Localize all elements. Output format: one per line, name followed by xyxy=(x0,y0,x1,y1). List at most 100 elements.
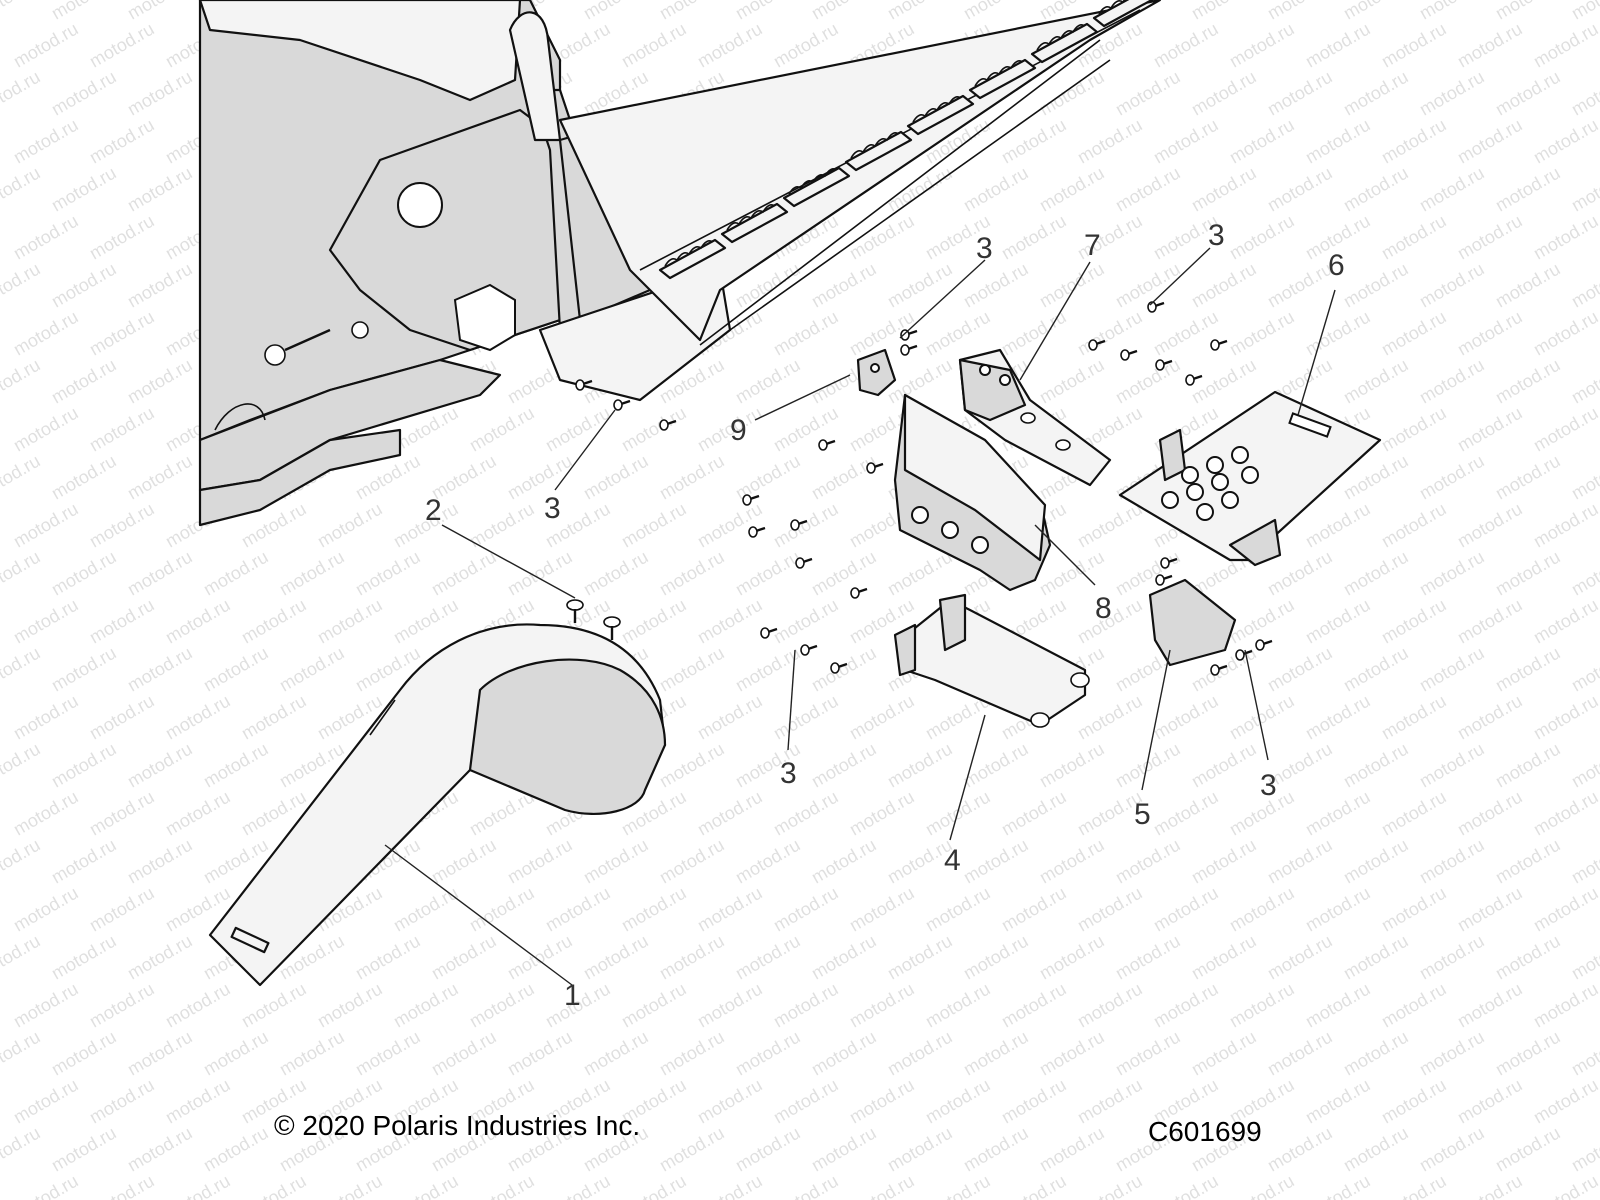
fastener-screw xyxy=(748,526,766,538)
watermark-text: motod.ru xyxy=(808,0,880,23)
watermark-text: motod.ru xyxy=(124,643,196,696)
watermark-text: motod.ru xyxy=(770,979,842,1032)
watermark-text: motod.ru xyxy=(238,979,310,1032)
watermark-text: motod.ru xyxy=(390,979,462,1032)
watermark-text: motod.ru xyxy=(922,1171,994,1200)
watermark-text: motod.ru xyxy=(1340,67,1412,120)
watermark-text: motod.ru xyxy=(1416,739,1488,792)
watermark-text: motod.ru xyxy=(1264,835,1336,888)
watermark-text: motod.ru xyxy=(124,1123,196,1176)
watermark-text: motod.ru xyxy=(732,355,804,408)
watermark-text: motod.ru xyxy=(1492,1027,1564,1080)
watermark-text: motod.ru xyxy=(1302,115,1374,168)
watermark-text: motod.ru xyxy=(1340,835,1412,888)
watermark-text: motod.ru xyxy=(884,931,956,984)
watermark-text: motod.ru xyxy=(162,595,234,648)
watermark-text: motod.ru xyxy=(10,115,82,168)
watermark-text: motod.ru xyxy=(960,0,1032,23)
callout-3: 3 xyxy=(976,232,993,265)
watermark-text: motod.ru xyxy=(124,355,196,408)
watermark-text: motod.ru xyxy=(1454,115,1526,168)
watermark-text: motod.ru xyxy=(1568,643,1600,696)
watermark-text: motod.ru xyxy=(1302,19,1374,72)
fastener-screw xyxy=(1120,349,1138,361)
watermark-text: motod.ru xyxy=(846,979,918,1032)
watermark-text: motod.ru xyxy=(1188,835,1260,888)
watermark-text: motod.ru xyxy=(770,19,842,72)
watermark-text: motod.ru xyxy=(1416,355,1488,408)
watermark-text: motod.ru xyxy=(1264,643,1336,696)
watermark-text: motod.ru xyxy=(1454,307,1526,360)
watermark-text: motod.ru xyxy=(1568,0,1600,23)
watermark-text: motod.ru xyxy=(86,595,158,648)
watermark-text: motod.ru xyxy=(1112,259,1184,312)
watermark-text: motod.ru xyxy=(1036,931,1108,984)
track-cleat-teeth xyxy=(788,168,838,195)
track-cleat-teeth xyxy=(974,60,1024,87)
watermark-text: motod.ru xyxy=(1264,67,1336,120)
part-6-footrest-plate xyxy=(1118,390,1382,567)
watermark-text: motod.ru xyxy=(504,931,576,984)
watermark-text: motod.ru xyxy=(1340,739,1412,792)
watermark-text: motod.ru xyxy=(162,691,234,744)
watermark-text: motod.ru xyxy=(1568,931,1600,984)
drawing-number: C601699 xyxy=(1148,1116,1262,1147)
watermark-text: motod.ru xyxy=(656,451,728,504)
watermark-text: motod.ru xyxy=(1302,307,1374,360)
watermark-text: motod.ru xyxy=(846,691,918,744)
track-cleat xyxy=(1092,0,1154,28)
watermark-text: motod.ru xyxy=(1492,1123,1564,1176)
watermark-text: motod.ru xyxy=(1036,1123,1108,1176)
watermark-text: motod.ru xyxy=(48,0,120,23)
watermark-text: motod.ru xyxy=(656,643,728,696)
part-4-lower-bracket xyxy=(893,593,1090,728)
watermark-text: motod.ru xyxy=(1340,163,1412,216)
watermark-text: motod.ru xyxy=(656,0,728,23)
watermark-text: motod.ru xyxy=(0,1027,44,1080)
watermark-text: motod.ru xyxy=(1226,211,1298,264)
watermark-text: motod.ru xyxy=(1530,691,1600,744)
watermark-text: motod.ru xyxy=(1568,739,1600,792)
watermark-text: motod.ru xyxy=(1112,835,1184,888)
track-cleat xyxy=(844,130,913,172)
track-cleat xyxy=(658,238,727,280)
watermark-text: motod.ru xyxy=(1416,67,1488,120)
watermark-text: motod.ru xyxy=(1492,931,1564,984)
watermark-text: motod.ru xyxy=(998,979,1070,1032)
watermark-text: motod.ru xyxy=(1416,547,1488,600)
watermark-text: motod.ru xyxy=(86,1171,158,1200)
watermark-text: motod.ru xyxy=(428,931,500,984)
watermark-text: motod.ru xyxy=(1378,19,1450,72)
watermark-text: motod.ru xyxy=(1378,1075,1450,1128)
watermark-text: motod.ru xyxy=(1074,115,1146,168)
watermark-text: motod.ru xyxy=(694,1171,766,1200)
watermark-text: motod.ru xyxy=(276,643,348,696)
watermark-text: motod.ru xyxy=(998,115,1070,168)
watermark-text: motod.ru xyxy=(1264,259,1336,312)
watermark-text: motod.ru xyxy=(1302,1075,1374,1128)
watermark-text: motod.ru xyxy=(86,307,158,360)
watermark-text: motod.ru xyxy=(846,787,918,840)
watermark-text: motod.ru xyxy=(466,883,538,936)
watermark-text: motod.ru xyxy=(618,19,690,72)
watermark-text: motod.ru xyxy=(580,1027,652,1080)
watermark-text: motod.ru xyxy=(1378,115,1450,168)
watermark-text: motod.ru xyxy=(618,979,690,1032)
watermark-text: motod.ru xyxy=(466,979,538,1032)
callout-3: 3 xyxy=(780,757,797,790)
watermark-text: motod.ru xyxy=(846,211,918,264)
watermark-text: motod.ru xyxy=(86,19,158,72)
watermark-text: motod.ru xyxy=(884,739,956,792)
watermark-text: motod.ru xyxy=(124,547,196,600)
watermark-text: motod.ru xyxy=(1492,163,1564,216)
watermark-text: motod.ru xyxy=(86,883,158,936)
watermark-text: motod.ru xyxy=(1188,163,1260,216)
watermark-text: motod.ru xyxy=(960,835,1032,888)
watermark-text: motod.ru xyxy=(1112,739,1184,792)
part-5-side-bracket xyxy=(1148,578,1237,667)
watermark-text: motod.ru xyxy=(10,211,82,264)
watermark-text: motod.ru xyxy=(0,835,44,888)
watermark-text: motod.ru xyxy=(86,787,158,840)
watermark-text: motod.ru xyxy=(1378,211,1450,264)
